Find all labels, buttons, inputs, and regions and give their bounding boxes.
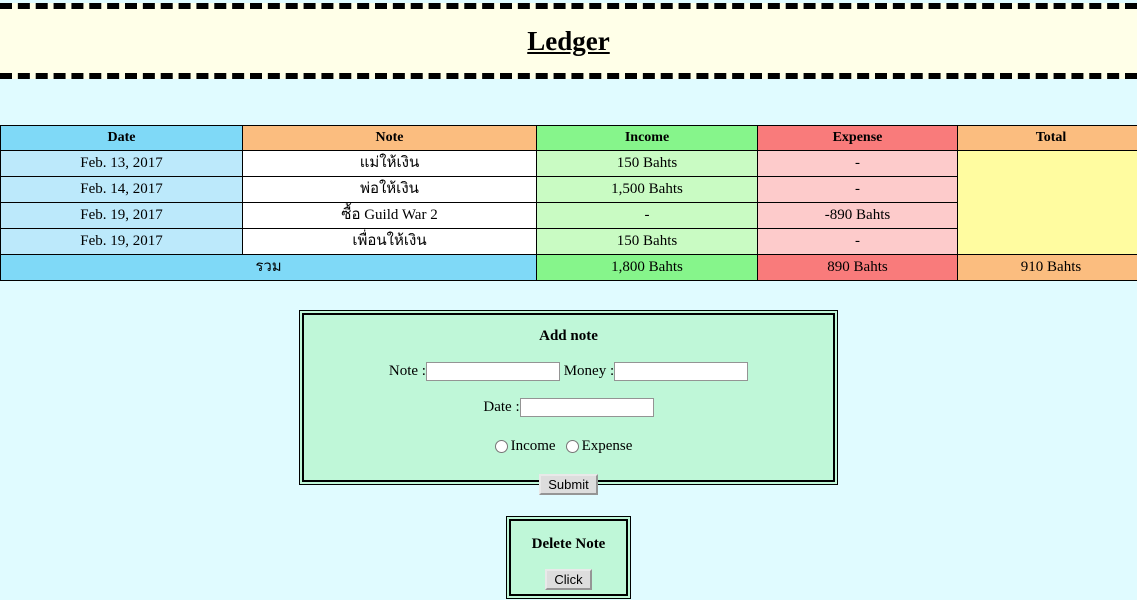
- cell-income: 1,500 Bahts: [537, 177, 758, 203]
- delete-note-click-button[interactable]: Click: [545, 569, 591, 590]
- column-header-expense: Expense: [758, 126, 958, 151]
- cell-expense: -: [758, 177, 958, 203]
- cell-total-merged: [958, 151, 1137, 255]
- submit-button[interactable]: Submit: [539, 474, 597, 495]
- cell-date: Feb. 14, 2017: [1, 177, 243, 203]
- delete-note-panel: Delete Note Click: [506, 516, 631, 599]
- income-radio-label[interactable]: Income: [511, 438, 556, 454]
- add-note-panel-inner: Add note Note : Money : Date : Income Exp…: [302, 313, 835, 482]
- delete-note-title: Delete Note: [511, 536, 626, 553]
- summary-income: 1,800 Bahts: [537, 255, 758, 281]
- note-input[interactable]: [426, 362, 560, 381]
- cell-date: Feb. 19, 2017: [1, 203, 243, 229]
- add-note-title: Add note: [304, 328, 833, 345]
- delete-button-row: Click: [511, 569, 626, 590]
- column-header-note: Note: [243, 126, 537, 151]
- cell-expense: -890 Bahts: [758, 203, 958, 229]
- cell-note: พ่อให้เงิน: [243, 177, 537, 203]
- column-header-income: Income: [537, 126, 758, 151]
- page-header-banner: Ledger: [0, 3, 1137, 79]
- table-header-row: Date Note Income Expense Total: [1, 126, 1137, 151]
- money-label: Money :: [564, 363, 614, 379]
- note-label: Note :: [389, 363, 426, 379]
- add-note-panel: Add note Note : Money : Date : Income Exp…: [299, 310, 838, 485]
- expense-radio-label[interactable]: Expense: [582, 438, 633, 454]
- ledger-table-container: Date Note Income Expense Total Feb. 13, …: [0, 125, 1137, 281]
- date-row: Date :: [304, 398, 833, 417]
- summary-label: รวม: [1, 255, 537, 281]
- cell-expense: -: [758, 151, 958, 177]
- cell-income: 150 Bahts: [537, 229, 758, 255]
- column-header-date: Date: [1, 126, 243, 151]
- expense-radio[interactable]: [566, 440, 579, 453]
- cell-note: แม่ให้เงิน: [243, 151, 537, 177]
- summary-total: 910 Bahts: [958, 255, 1137, 281]
- cell-expense: -: [758, 229, 958, 255]
- table-row: Feb. 13, 2017 แม่ให้เงิน 150 Bahts -: [1, 151, 1137, 177]
- cell-date: Feb. 13, 2017: [1, 151, 243, 177]
- cell-note: เพื่อนให้เงิน: [243, 229, 537, 255]
- delete-note-panel-inner: Delete Note Click: [509, 519, 628, 596]
- ledger-table: Date Note Income Expense Total Feb. 13, …: [0, 125, 1137, 281]
- cell-note: ซื้อ Guild War 2: [243, 203, 537, 229]
- money-input[interactable]: [614, 362, 748, 381]
- date-input[interactable]: [520, 398, 654, 417]
- type-radio-row: Income Expense: [304, 438, 833, 455]
- cell-income: 150 Bahts: [537, 151, 758, 177]
- page-title: Ledger: [527, 28, 609, 55]
- cell-income: -: [537, 203, 758, 229]
- table-summary-row: รวม 1,800 Bahts 890 Bahts 910 Bahts: [1, 255, 1137, 281]
- cell-date: Feb. 19, 2017: [1, 229, 243, 255]
- note-money-row: Note : Money :: [304, 362, 833, 381]
- submit-row: Submit: [304, 474, 833, 495]
- date-label: Date :: [483, 399, 519, 415]
- income-radio[interactable]: [495, 440, 508, 453]
- column-header-total: Total: [958, 126, 1137, 151]
- summary-expense: 890 Bahts: [758, 255, 958, 281]
